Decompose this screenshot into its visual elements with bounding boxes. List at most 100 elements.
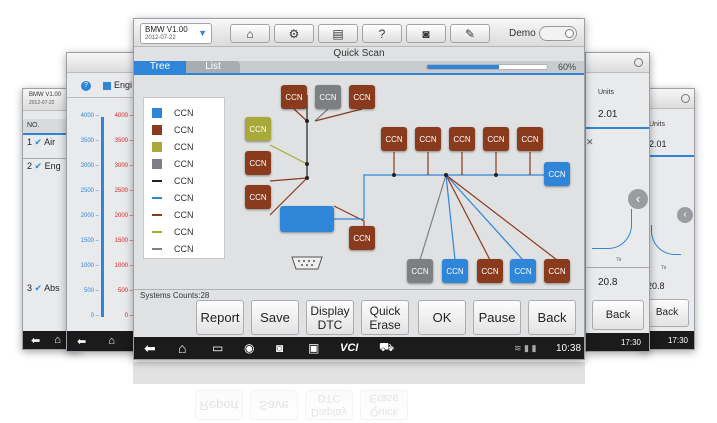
close-icon[interactable] <box>681 94 690 103</box>
ccn-node[interactable]: CCN <box>517 127 543 151</box>
print-button[interactable]: ▤ <box>318 24 358 43</box>
help-button[interactable]: ? <box>362 24 402 43</box>
link <box>269 177 308 216</box>
ccn-node[interactable]: CCN <box>349 85 375 109</box>
chevron-left-icon[interactable]: ‹ <box>628 189 648 209</box>
value-top: 2.01 <box>598 109 618 120</box>
pause-button[interactable]: Pause <box>473 300 521 335</box>
home-icon[interactable]: ⌂ <box>178 340 187 356</box>
ccn-node[interactable]: CCN <box>281 85 307 109</box>
ccn-node[interactable]: CCN <box>483 127 509 151</box>
back-icon[interactable]: ⬅ <box>144 339 156 356</box>
far-left-title: BMW V1.00 <box>29 92 62 98</box>
reflection: Report Save Display DTC Quick Erase <box>133 362 585 420</box>
car-icon[interactable]: ⛟ <box>379 340 395 354</box>
ccn-node[interactable]: CCN <box>544 162 570 186</box>
edit-button[interactable]: ✎ <box>450 24 490 43</box>
link <box>269 144 308 165</box>
ccn-node[interactable]: CCN <box>477 259 503 283</box>
back-icon[interactable]: ⬅ <box>31 334 41 347</box>
ccn-node[interactable]: CCN <box>544 259 570 283</box>
units-header: Units <box>649 121 665 128</box>
demo-toggle[interactable] <box>539 26 577 41</box>
save-button[interactable]: Save <box>251 300 299 335</box>
app-version-selector[interactable]: BMW V1.00 2012-07-22 ▼ <box>140 23 212 44</box>
main-navbar: ⬅ ⌂ ▭ ◉ ◙ ▣ VCI ⛟ ≋ ▮ ▮ 10:38 <box>134 337 584 359</box>
ccn-node[interactable]: CCN <box>442 259 468 283</box>
chevron-left-icon[interactable]: ‹ <box>677 207 693 223</box>
divider <box>586 267 649 268</box>
ccn-node[interactable]: CCN <box>245 117 271 141</box>
ccn-node[interactable]: CCN <box>407 259 433 283</box>
legend-swatch <box>103 82 111 90</box>
help-icon[interactable]: ? <box>81 81 91 91</box>
report-button[interactable]: Report <box>196 300 244 335</box>
legend-label: CCN <box>174 142 194 152</box>
display-dtc-button[interactable]: Display DTC <box>306 300 354 335</box>
browser-icon[interactable]: ◉ <box>244 341 255 355</box>
settings-button[interactable]: ⚙ <box>274 24 314 43</box>
ccn-node[interactable]: CCN <box>510 259 536 283</box>
camera-button[interactable]: ◙ <box>406 24 446 43</box>
vci-label[interactable]: VCI <box>340 342 359 354</box>
camera-icon[interactable]: ◙ <box>276 341 284 355</box>
home-icon[interactable]: ⌂ <box>54 334 61 346</box>
value-bottom: 20.8 <box>647 281 665 291</box>
back-button[interactable]: Back <box>592 300 644 330</box>
scan-progress-bar <box>426 64 548 70</box>
zoom-icon[interactable]: ✕ <box>586 137 594 147</box>
back-icon[interactable]: ⬅ <box>77 335 87 348</box>
link <box>269 177 308 182</box>
ok-button[interactable]: OK <box>418 300 466 335</box>
value-top: 2.01 <box>649 139 667 149</box>
main-toolbar: BMW V1.00 2012-07-22 ▼ ⌂ ⚙ ▤ ? ◙ ✎ Demo <box>134 19 584 47</box>
right-header <box>586 53 649 73</box>
far-left-row-2[interactable]: 2 ✔ Eng <box>27 161 61 172</box>
legend-swatch <box>152 159 162 169</box>
plot-curve <box>651 225 681 255</box>
legend-label: CCN <box>174 159 194 169</box>
axis-tick-label: 3000 – <box>80 163 99 169</box>
close-icon[interactable] <box>634 58 643 67</box>
legend-line <box>152 248 162 250</box>
ccn-node[interactable]: CCN <box>449 127 475 151</box>
tab-tree[interactable]: Tree <box>134 61 186 73</box>
legend-item: CCN <box>152 139 222 155</box>
divider <box>67 97 145 98</box>
legend-label: CCN <box>174 108 194 118</box>
ccn-node[interactable]: CCN <box>381 127 407 151</box>
back-button[interactable]: Back <box>528 300 576 335</box>
legend-label: Engi <box>114 80 133 90</box>
printer-icon: ▤ <box>332 26 344 41</box>
legend-item: CCN <box>152 190 222 206</box>
gateway-module[interactable] <box>280 206 334 232</box>
far-left-row-1[interactable]: 1 ✔ Air <box>27 137 55 148</box>
link <box>445 174 456 261</box>
ccn-node[interactable]: CCN <box>245 185 271 209</box>
far-left-row-3[interactable]: 3 ✔ Abs <box>27 283 60 294</box>
progress-text: 60% <box>558 62 577 72</box>
screenshot-icon[interactable]: ▣ <box>308 341 320 355</box>
topology-lines <box>269 95 558 261</box>
recent-apps-icon[interactable]: ▭ <box>212 341 224 355</box>
ccn-node[interactable]: CCN <box>415 127 441 151</box>
clock: 10:38 <box>556 342 582 354</box>
quick-erase-button[interactable]: Quick Erase <box>361 300 409 335</box>
clock: 17:30 <box>620 337 641 347</box>
axis-tick-label: 2500 – <box>80 188 99 194</box>
divider <box>641 155 694 157</box>
ccn-node[interactable]: CCN <box>245 151 271 175</box>
axis-tick-label: 3000 – <box>114 163 133 169</box>
home-icon[interactable]: ⌂ <box>108 335 115 347</box>
axis-tick-label: 1500 – <box>114 238 133 244</box>
time-tick: 7s <box>616 257 622 263</box>
axis-tick-label: 0 – <box>90 313 99 319</box>
camera-icon: ◙ <box>422 26 430 41</box>
legend-label: CCN <box>174 176 194 186</box>
status-icons: ≋ ▮ ▮ <box>514 342 537 353</box>
tab-list[interactable]: List <box>186 61 240 73</box>
home-button[interactable]: ⌂ <box>230 24 270 43</box>
ccn-node[interactable]: CCN <box>315 85 341 109</box>
ccn-node[interactable]: CCN <box>349 226 375 250</box>
back-button[interactable]: Back <box>645 299 689 327</box>
